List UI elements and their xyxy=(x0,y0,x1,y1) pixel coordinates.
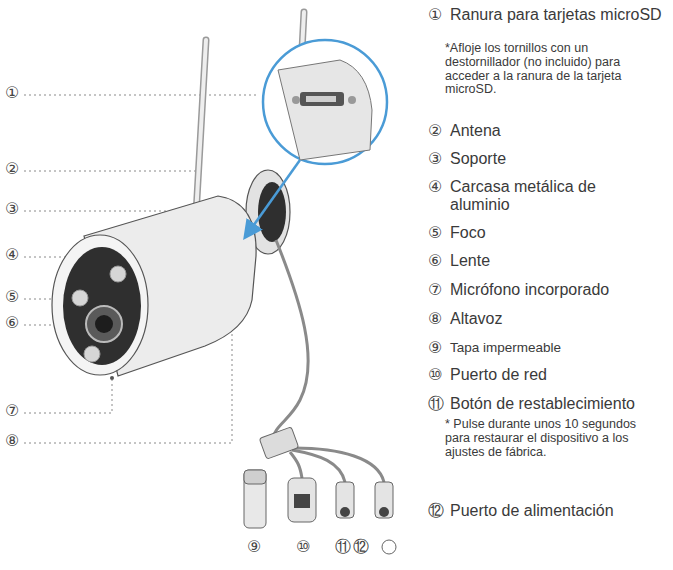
camera-housing xyxy=(110,376,114,380)
list-number: ⑨ xyxy=(428,339,442,357)
part-note: * Pulse durante unos 10 segundos para re… xyxy=(445,418,645,459)
callout-number: ⑦ xyxy=(4,402,20,420)
list-number: ⑪ xyxy=(428,395,444,413)
leader-lines xyxy=(24,95,258,96)
part-name: Lente xyxy=(450,252,665,270)
callout-number: ② xyxy=(4,160,20,178)
connectors xyxy=(336,482,354,518)
microsd-detail xyxy=(278,60,372,160)
callout-number: ① xyxy=(4,84,20,102)
callout-number: ⑩ xyxy=(295,538,311,556)
list-number: ⑧ xyxy=(428,310,442,328)
callout-number: ⑪ xyxy=(334,538,352,556)
microsd-detail xyxy=(306,96,336,102)
connectors xyxy=(259,427,298,459)
connectors xyxy=(294,494,310,508)
microsd-detail xyxy=(300,92,344,106)
part-name: Micrófono incorporado xyxy=(450,281,665,299)
callout-number: ⑧ xyxy=(4,432,20,450)
part-name: Tapa impermeable xyxy=(450,340,665,356)
part-name: Soporte xyxy=(450,150,665,168)
connectors xyxy=(379,507,389,517)
camera-housing xyxy=(84,346,100,362)
part-name: Ranura para tarjetas microSD xyxy=(450,6,665,24)
connectors xyxy=(375,482,393,518)
part-name: Botón de restablecimiento xyxy=(450,395,668,413)
connectors xyxy=(340,507,350,517)
callout-number: ⑫ xyxy=(352,538,370,556)
part-name: Puerto de alimentación xyxy=(450,502,665,520)
list-number: ⑩ xyxy=(428,366,442,384)
list-number: ④ xyxy=(428,178,442,196)
leader-lines xyxy=(24,380,112,413)
connectors xyxy=(382,540,396,554)
list-number: ⑦ xyxy=(428,281,442,299)
part-name: Antena xyxy=(450,122,665,140)
cable xyxy=(272,240,308,440)
list-number: ⑫ xyxy=(428,502,444,520)
microsd-detail xyxy=(246,40,387,236)
part-name: Carcasa metálica de aluminio xyxy=(450,178,650,215)
microsd-detail xyxy=(246,160,300,236)
part-note: *Afloje los tornillos con un destornilla… xyxy=(445,42,645,97)
leader-lines xyxy=(24,171,196,172)
leader-lines xyxy=(24,95,258,443)
cable xyxy=(294,448,384,482)
camera-housing xyxy=(52,196,256,380)
cable xyxy=(292,450,345,482)
antenna xyxy=(196,40,206,215)
camera-housing xyxy=(95,315,113,333)
list-number: ⑥ xyxy=(428,252,442,270)
callout-number: ⑨ xyxy=(246,538,262,556)
callout-number: ⑥ xyxy=(4,314,20,332)
camera-housing xyxy=(110,266,126,282)
list-number: ② xyxy=(428,122,442,140)
connectors xyxy=(244,427,396,554)
cable xyxy=(290,452,302,478)
list-number: ③ xyxy=(428,150,442,168)
microsd-detail xyxy=(263,40,387,164)
microsd-detail xyxy=(348,96,356,104)
part-name: Altavoz xyxy=(450,310,665,328)
part-name: Puerto de red xyxy=(450,366,665,384)
antenna xyxy=(196,40,206,215)
list-number: ⑤ xyxy=(428,224,442,242)
connectors xyxy=(288,478,316,522)
callout-number: ⑤ xyxy=(4,288,20,306)
callout-number: ③ xyxy=(4,200,20,218)
connectors xyxy=(244,470,266,484)
camera-housing xyxy=(72,290,88,306)
microsd-detail xyxy=(292,96,300,104)
camera-housing xyxy=(86,306,122,342)
part-name: Foco xyxy=(450,224,665,242)
connectors xyxy=(244,470,266,528)
callout-number: ④ xyxy=(4,246,20,264)
list-number: ① xyxy=(428,6,442,24)
camera-housing xyxy=(63,247,141,365)
camera-housing xyxy=(52,235,148,375)
